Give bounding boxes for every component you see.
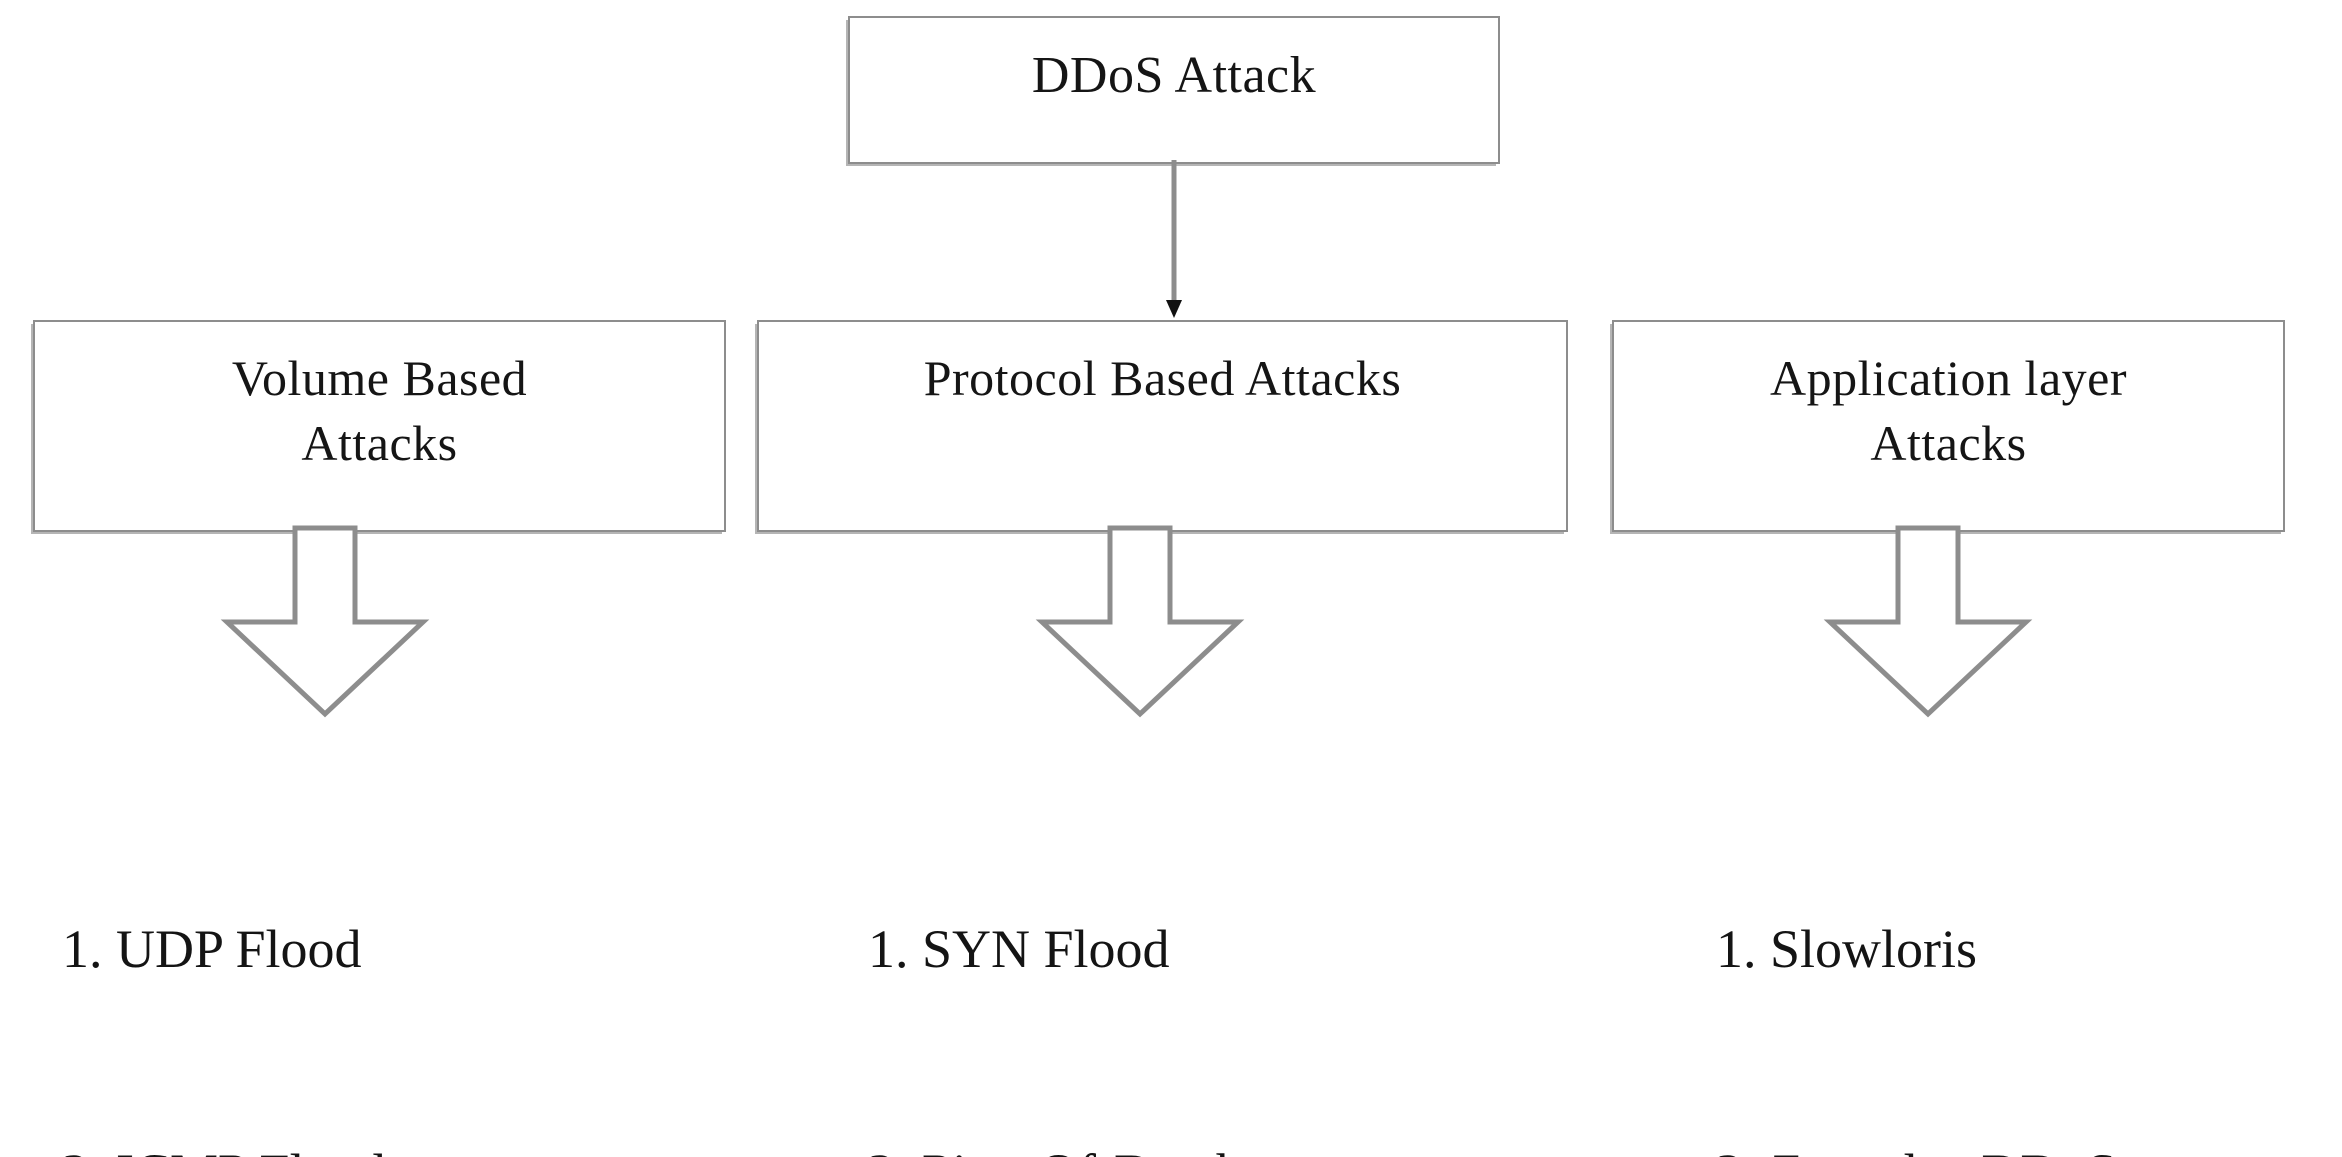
list-item: 1. SYN Flood <box>868 918 1170 979</box>
block-arrow-application-to-list <box>1823 525 2033 718</box>
node-application-layer-attacks-label: Application layer Attacks <box>1770 350 2127 471</box>
attack-list-volume-based: 1. UDP Flood 2. ICMP Floods 3. Spoofed-P… <box>62 762 458 1157</box>
node-volume-based-attacks-label: Volume Based Attacks <box>231 350 528 471</box>
list-item: 1. UDP Flood <box>62 918 362 979</box>
attack-list-application-layer: 1. Slowloris 2. Zero-day DDoS 3. Apache … <box>1716 762 2116 1157</box>
node-protocol-based-attacks[interactable]: Protocol Based Attacks <box>757 320 1568 532</box>
connector-root-to-protocol <box>1166 160 1182 318</box>
list-item: 1. Slowloris <box>1716 918 1978 979</box>
down-arrow-icon <box>1035 525 1245 718</box>
node-ddos-attack-label: DDoS Attack <box>1031 47 1317 104</box>
list-item: 2. Ping-Of-Death <box>868 1136 1351 1157</box>
block-arrow-protocol-to-list <box>1035 525 1245 718</box>
node-application-layer-attacks[interactable]: Application layer Attacks <box>1612 320 2285 532</box>
block-arrow-volume-to-list <box>220 525 430 718</box>
node-volume-based-attacks[interactable]: Volume Based Attacks <box>33 320 726 532</box>
attack-list-protocol-based: 1. SYN Flood 2. Ping-Of-Death 3. Smurf D… <box>868 762 1351 1157</box>
list-item: 2. Zero-day DDoS <box>1716 1136 2116 1157</box>
list-item: 2. ICMP Floods <box>62 1136 458 1157</box>
down-arrow-icon <box>220 525 430 718</box>
node-ddos-attack[interactable]: DDoS Attack <box>848 16 1500 164</box>
node-protocol-based-attacks-label: Protocol Based Attacks <box>923 350 1402 406</box>
arrowhead-icon <box>1166 300 1182 318</box>
down-arrow-icon <box>1823 525 2033 718</box>
